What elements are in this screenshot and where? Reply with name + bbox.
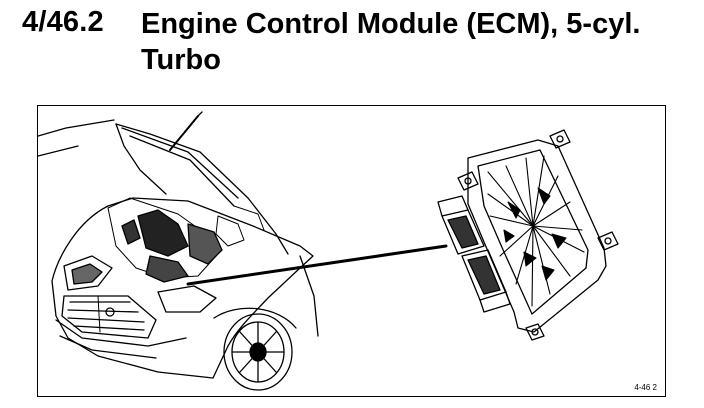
leader-line — [186, 244, 448, 286]
ecm-module-illustration — [437, 129, 619, 341]
section-heading: 4/46.2 Engine Control Module (ECM), 5-cy… — [0, 0, 704, 90]
section-title: Engine Control Module (ECM), 5-cyl. Turb… — [141, 8, 641, 76]
figure-frame: 4-46 2 — [37, 105, 666, 397]
car-illustration — [38, 111, 319, 391]
figure-id-label: 4-46 2 — [634, 383, 657, 392]
section-number: 4/46.2 — [22, 6, 104, 38]
illustration — [38, 111, 619, 391]
